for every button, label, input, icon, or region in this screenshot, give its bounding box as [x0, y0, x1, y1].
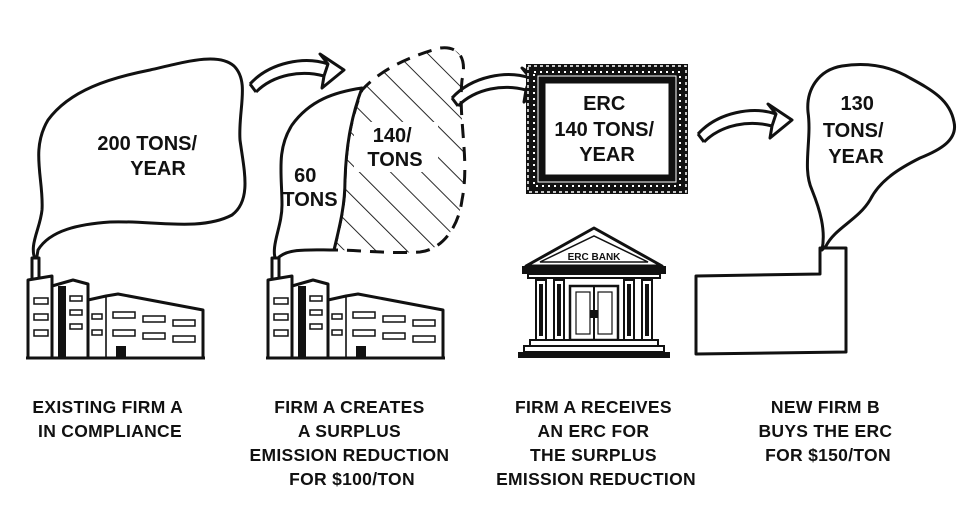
panel-erc-certificate: ERC 140 TONS/ YEAR ERC BANK — [496, 64, 696, 489]
cloud-text-200: 200 TONS/ YEAR — [97, 133, 202, 180]
factory-icon — [24, 256, 207, 360]
empty-lot-icon — [694, 246, 848, 356]
curved-arrow-icon — [696, 102, 794, 144]
panel-existing-firm: 200 TONS/ YEAR EXISTING FIRM A IN COMPLI… — [24, 57, 247, 441]
emission-cloud-200 — [31, 57, 247, 264]
caption-new-firm: NEW FIRM B BUYS THE ERC FOR $150/TON — [758, 397, 897, 465]
emission-cloud-130 — [805, 63, 957, 252]
caption-existing-firm: EXISTING FIRM A IN COMPLIANCE — [32, 397, 187, 441]
caption-erc-certificate: FIRM A RECEIVES AN ERC FOR THE SURPLUS E… — [496, 397, 696, 489]
cloud-text-60: 60 TONS — [282, 165, 337, 211]
remaining-emission-cloud — [272, 86, 364, 264]
certificate-text: ERC 140 TONS/ YEAR — [554, 93, 659, 166]
surplus-label-bg — [354, 122, 438, 172]
factory-icon — [264, 256, 447, 360]
caption-firm-reduction: FIRM A CREATES A SURPLUS EMISSION REDUCT… — [249, 397, 454, 489]
bank-building-icon: ERC BANK — [518, 226, 670, 358]
cloud-text-130: 130 TONS/ YEAR — [823, 93, 889, 168]
panel-new-firm: 130 TONS/ YEAR NEW FIRM B BUYS THE ERC F… — [694, 63, 957, 465]
curved-arrow-icon — [248, 52, 346, 94]
bank-sign: ERC BANK — [568, 252, 622, 263]
certificate-frame-icon — [526, 64, 688, 194]
cloud-text-140: 140/ TONS — [367, 125, 422, 171]
panel-firm-reduction: 140/ TONS 60 TONS FIRM A CREATES A SURPL… — [249, 46, 467, 489]
